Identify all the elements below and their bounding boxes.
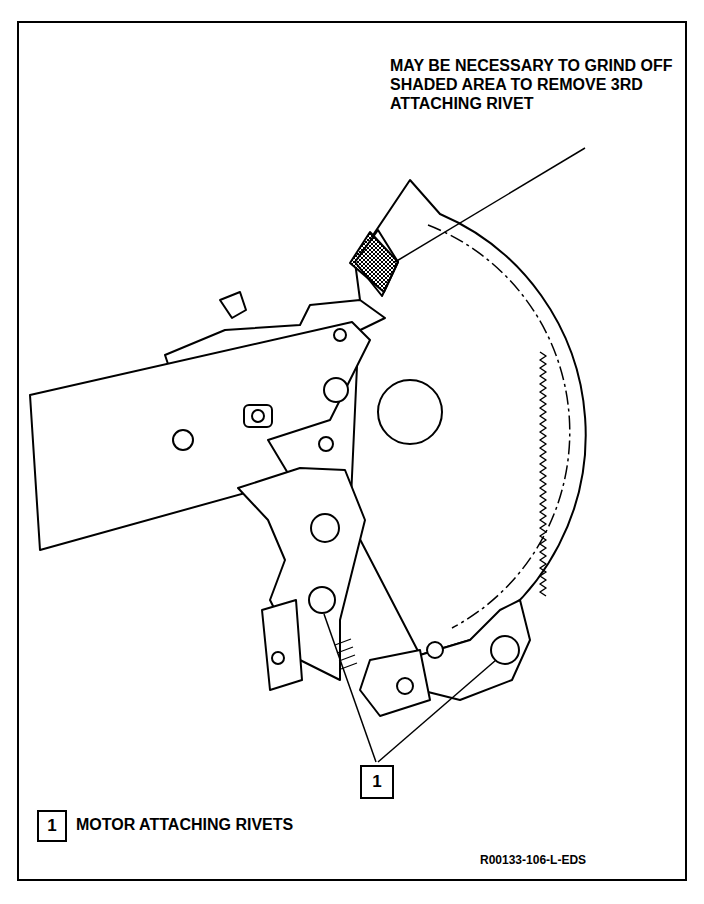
callout-number: 1 — [47, 816, 56, 836]
note-text: MAY BE NECESSARY TO GRIND OFF SHADED ARE… — [390, 56, 675, 113]
figure-code: R00133-106-L-EDS — [480, 853, 670, 868]
key-description: MOTOR ATTACHING RIVETS — [76, 815, 436, 835]
callout-box: 1 — [360, 765, 394, 799]
callout-number: 1 — [372, 772, 381, 792]
callout-box: 1 — [37, 810, 67, 842]
